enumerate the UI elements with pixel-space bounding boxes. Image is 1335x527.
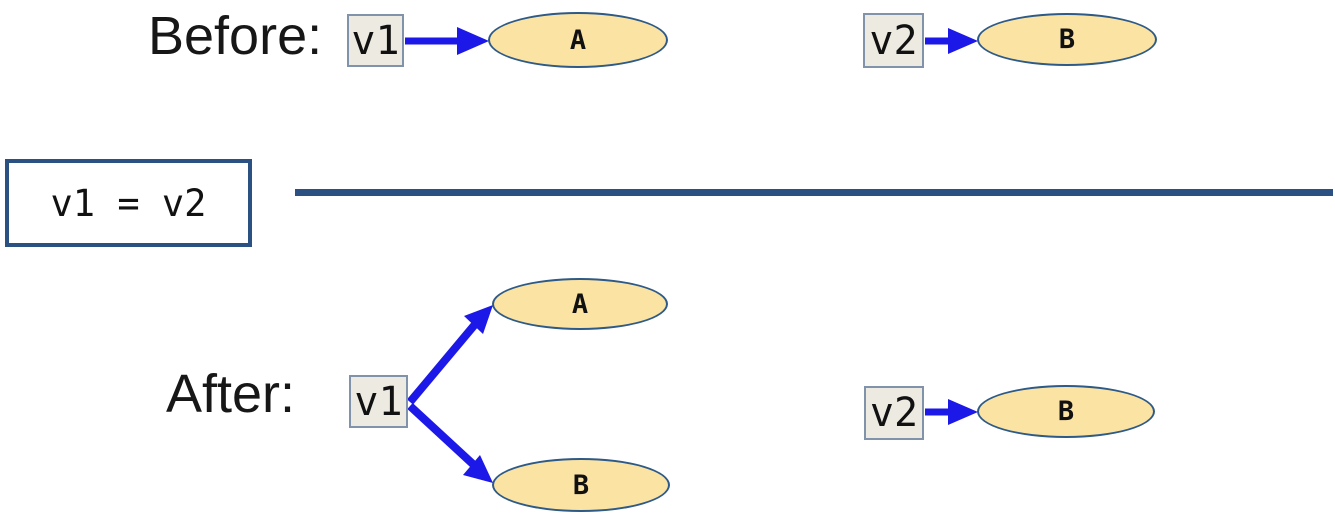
object-ellipse-b-before: B <box>977 13 1157 66</box>
arrow-v1-to-a-after <box>406 305 493 405</box>
var-box-v2-after: v2 <box>864 386 924 440</box>
var-box-v1-after: v1 <box>349 375 408 428</box>
object-label-a-before: A <box>569 24 587 56</box>
arrow-v2-to-b-before <box>925 28 978 54</box>
object-label-b-before: B <box>1058 24 1076 55</box>
object-label-a-after: A <box>571 288 589 320</box>
arrow-v1-to-a-before <box>405 27 489 55</box>
object-ellipse-b-after: B <box>492 458 670 512</box>
var-label-v2-before: v2 <box>869 17 918 64</box>
arrow-v1-to-b-after <box>407 403 493 483</box>
object-ellipse-b2-after: B <box>977 385 1155 438</box>
after-label: After: <box>166 364 296 424</box>
object-ellipse-a-after: A <box>492 278 668 330</box>
assignment-code-box: v1 = v2 <box>5 159 252 247</box>
var-box-v1-before: v1 <box>347 14 404 67</box>
object-label-b-after: B <box>572 469 590 501</box>
var-label-v1-before: v1 <box>351 17 400 64</box>
var-label-v1-after: v1 <box>354 378 403 425</box>
object-label-b2-after: B <box>1057 396 1075 427</box>
arrow-v2-to-b-after <box>925 399 978 425</box>
var-label-v2-after: v2 <box>869 390 919 436</box>
var-box-v2-before: v2 <box>863 13 924 68</box>
object-ellipse-a-before: A <box>488 12 668 68</box>
assignment-code-text: v1 = v2 <box>50 181 207 225</box>
before-label: Before: <box>148 6 323 66</box>
divider-line <box>295 189 1333 196</box>
